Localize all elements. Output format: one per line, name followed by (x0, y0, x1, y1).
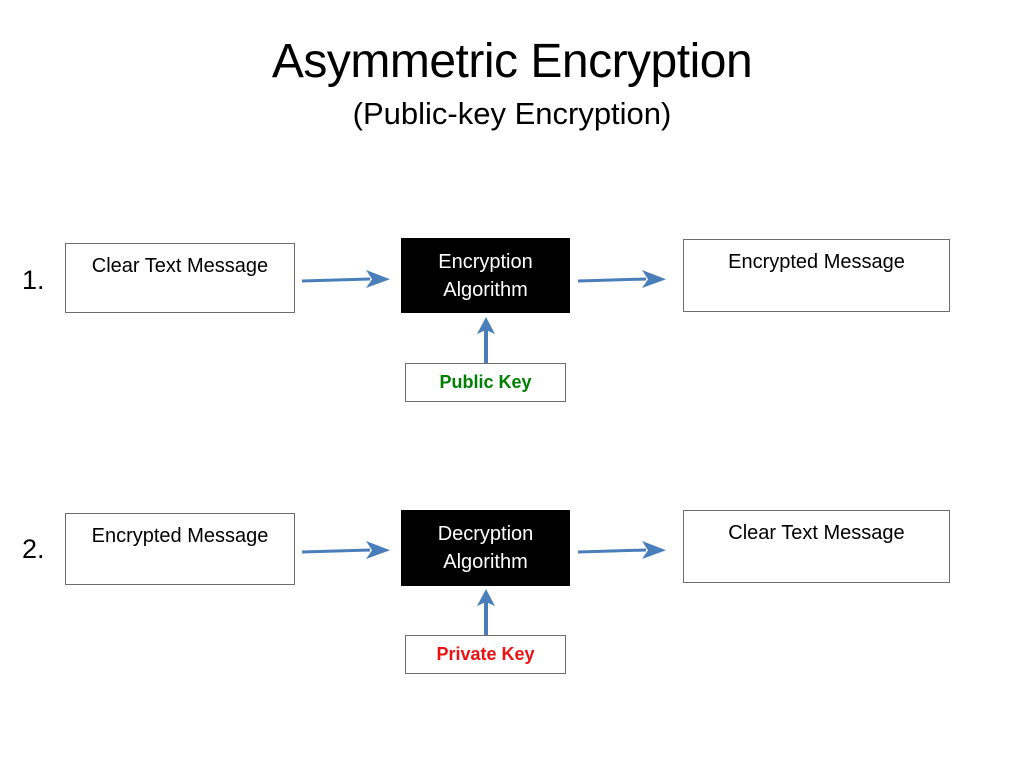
public-key-box: Public Key (405, 363, 566, 402)
encryption-algorithm-label-line2: Algorithm (443, 278, 528, 301)
arrow-input-to-encryption (300, 266, 392, 290)
clear-text-message-box-2: Clear Text Message (683, 510, 950, 583)
encrypted-message-box-1: Encrypted Message (683, 239, 950, 312)
arrow-input-to-decryption (300, 537, 392, 561)
arrow-public-key-to-encryption (473, 316, 499, 364)
encrypted-message-label-2: Encrypted Message (91, 525, 269, 547)
arrow-encryption-to-encrypted (576, 266, 668, 290)
encrypted-message-label-1: Encrypted Message (728, 251, 905, 273)
clear-text-message-label-1: Clear Text Message (91, 255, 269, 277)
decryption-algorithm-box: Decryption Algorithm (401, 510, 570, 586)
private-key-label: Private Key (436, 644, 535, 664)
step-number-1: 1. (22, 265, 45, 295)
clear-text-message-label-2: Clear Text Message (728, 522, 905, 544)
arrow-private-key-to-decryption (473, 588, 499, 636)
decryption-algorithm-label-line1: Decryption (437, 523, 534, 545)
arrow-decryption-to-cleartext (576, 537, 668, 561)
encryption-algorithm-box: Encryption Algorithm (401, 238, 570, 313)
page-subtitle: (Public-key Encryption) (352, 96, 672, 131)
encryption-algorithm-label-line1: Encryption (438, 250, 533, 273)
encrypted-message-box-2: Encrypted Message (65, 513, 295, 585)
private-key-box: Private Key (405, 635, 566, 674)
public-key-label: Public Key (439, 372, 532, 392)
step-number-2: 2. (22, 534, 45, 564)
page-title: Asymmetric Encryption (271, 35, 753, 88)
decryption-algorithm-label-line2: Algorithm (443, 551, 528, 573)
title-block: Asymmetric Encryption (Public-key Encryp… (0, 34, 1024, 134)
clear-text-message-box-1: Clear Text Message (65, 243, 295, 313)
